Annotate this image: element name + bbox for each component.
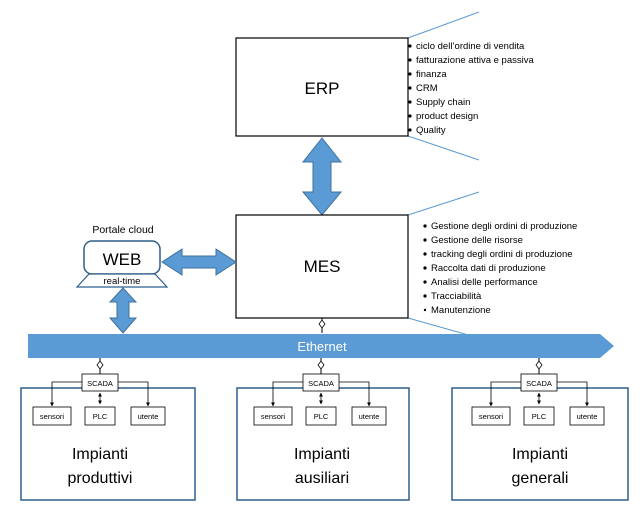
- device-label: PLC: [93, 412, 108, 421]
- plant-title-line1: Impianti: [294, 446, 350, 463]
- mes-box: [235, 214, 409, 319]
- mes-feature: Gestione degli ordini di produzione: [431, 221, 577, 232]
- plant-title-line2: ausiliari: [295, 470, 349, 487]
- scada-box: [520, 373, 558, 392]
- scada-label: SCADA: [526, 379, 552, 388]
- plant-title-line1: Impianti: [512, 446, 568, 463]
- erp-feature: ciclo dell’ordine di vendita: [416, 41, 525, 52]
- connector-diamond: [317, 360, 325, 370]
- web-ethernet-arrow: [108, 287, 138, 334]
- scada-label: SCADA: [308, 379, 334, 388]
- scada-box: [302, 373, 340, 392]
- connector-diamond: [96, 360, 104, 370]
- device-label: PLC: [532, 412, 547, 421]
- plant-ausiliari: SCADA sensori PLC utente Impianti ausili…: [236, 358, 410, 501]
- device-box: [471, 406, 511, 426]
- web-subtitle: real-time: [104, 276, 141, 287]
- mes-zoom-line-top: [407, 191, 480, 216]
- device-box: [84, 406, 116, 426]
- erp-title: ERP: [305, 79, 340, 98]
- erp-feature: CRM: [416, 83, 438, 94]
- erp-feature: finanza: [416, 69, 447, 80]
- erp-feature: Supply chain: [416, 97, 470, 108]
- device-label: sensori: [40, 412, 65, 421]
- device-label: utente: [138, 412, 159, 421]
- device-box: [569, 406, 605, 426]
- device-box: [130, 406, 166, 426]
- connector-diamond: [535, 360, 543, 370]
- mes-feature-list: Gestione degli ordini di produzione Gest…: [423, 221, 577, 316]
- erp-zoom-line-bottom: [407, 135, 480, 161]
- mes-feature: Tracciabilità: [431, 291, 482, 302]
- device-box: [523, 406, 555, 426]
- web-title: WEB: [103, 250, 142, 269]
- mes-feature: Raccolta dati di produzione: [431, 263, 546, 274]
- erp-zoom-line-top: [407, 11, 480, 39]
- erp-feature: product design: [416, 111, 478, 122]
- erp-feature: fatturazione attiva e passiva: [416, 55, 534, 66]
- web-base: [75, 273, 169, 288]
- scada-label: SCADA: [87, 379, 113, 388]
- device-box: [32, 406, 72, 426]
- scada-box: [81, 373, 119, 392]
- plant-title-line2: produttivi: [68, 470, 133, 487]
- erp-feature-list: ciclo dell’ordine di vendita fatturazion…: [408, 41, 534, 136]
- device-label: PLC: [314, 412, 329, 421]
- erp-box: [235, 37, 409, 137]
- plant-produttivi: SCADA sensori PLC utente Impianti produt…: [20, 358, 196, 501]
- plant-generali: SCADA sensori PLC utente Impianti genera…: [451, 358, 629, 501]
- plant-title-line1: Impianti: [72, 446, 128, 463]
- device-label: utente: [577, 412, 598, 421]
- mes-ethernet-connector: [318, 319, 326, 329]
- device-label: sensori: [261, 412, 286, 421]
- plant-title-line2: generali: [512, 470, 569, 487]
- mes-feature: tracking degli ordini di produzione: [431, 249, 573, 260]
- mes-feature: Manutenzione: [431, 305, 491, 316]
- mes-feature: Gestione delle risorse: [431, 235, 523, 246]
- device-label: utente: [359, 412, 380, 421]
- erp-mes-arrow: [301, 137, 343, 216]
- web-mes-arrow: [161, 248, 237, 276]
- device-box: [305, 406, 337, 426]
- erp-feature: Quality: [416, 125, 446, 136]
- mes-title: MES: [304, 257, 341, 276]
- ethernet-label: Ethernet: [297, 339, 347, 354]
- web-caption: Portale cloud: [92, 224, 153, 236]
- device-box: [253, 406, 293, 426]
- device-box: [351, 406, 387, 426]
- device-label: sensori: [479, 412, 504, 421]
- mes-feature: Analisi delle performance: [431, 277, 538, 288]
- ethernet-bus: [28, 334, 614, 358]
